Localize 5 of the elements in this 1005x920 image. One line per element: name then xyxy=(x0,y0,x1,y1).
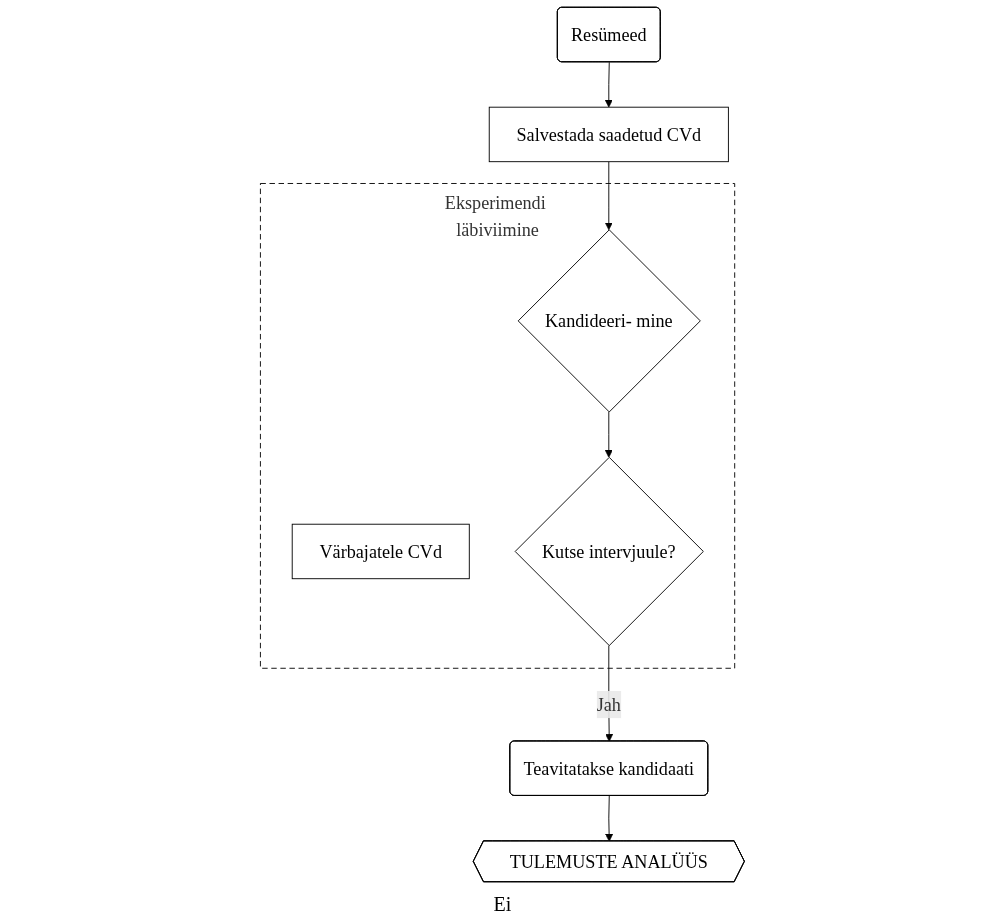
note-text: Ei xyxy=(493,893,512,916)
node-box: Värbajatele CVd xyxy=(291,523,470,580)
edge-label: Jah xyxy=(596,694,622,715)
node-box: Salvestada saadetud CVd xyxy=(488,106,729,163)
node-diamond: Kutse intervjuule? xyxy=(514,456,704,646)
